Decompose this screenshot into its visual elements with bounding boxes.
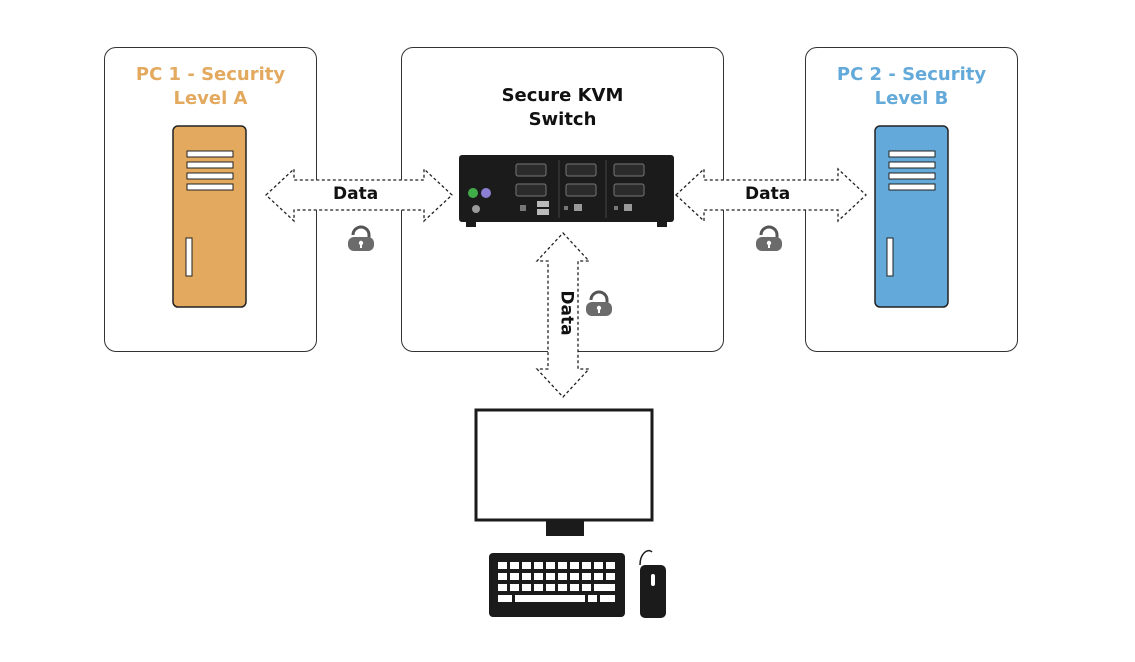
data-arrow-left-icon (265, 167, 453, 223)
kvm-title-line2: Switch (528, 109, 597, 130)
monitor-icon (474, 408, 654, 536)
data-label-down: Data (556, 290, 577, 336)
padlock-icon (586, 290, 612, 316)
data-label-left: Data (333, 184, 379, 204)
data-label-right: Data (745, 184, 791, 204)
padlock-icon (756, 225, 782, 251)
tower-pc-icon (874, 125, 949, 308)
tower-pc-icon (172, 125, 247, 308)
pc1-title-line2: Level A (173, 88, 248, 109)
mouse-icon (639, 549, 666, 618)
pc2-title: PC 2 - Security Level B (805, 63, 1018, 111)
pc2-title-line2: Level B (874, 88, 949, 109)
data-arrow-right-icon (675, 167, 867, 223)
data-arrow-down-icon (535, 232, 591, 398)
pc1-title: PC 1 - Security Level A (104, 63, 317, 111)
kvm-title: Secure KVM Switch (401, 84, 724, 132)
pc1-title-line1: PC 1 - Security (135, 64, 286, 85)
kvm-title-line1: Secure KVM (501, 85, 624, 106)
pc2-title-line1: PC 2 - Security (836, 64, 987, 85)
keyboard-icon (489, 553, 625, 617)
padlock-icon (348, 225, 374, 251)
kvm-switch-icon (459, 155, 674, 227)
